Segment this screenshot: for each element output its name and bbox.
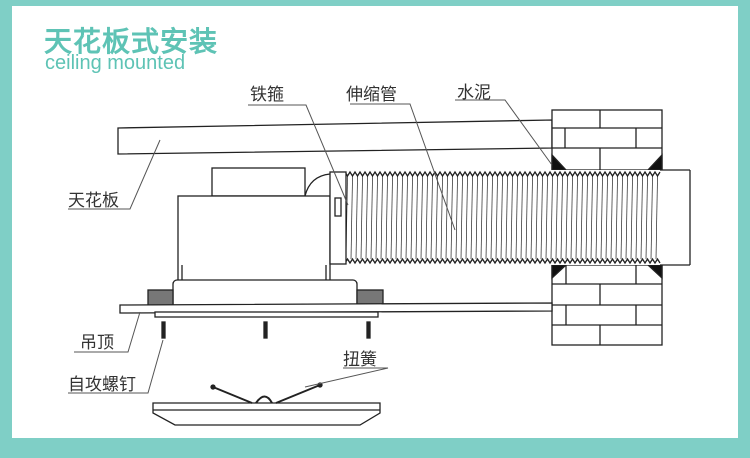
pipe-rib: [570, 175, 573, 260]
pipe-rib: [385, 175, 388, 260]
brick-wall-bottom: [551, 264, 663, 346]
pipe-rib: [510, 175, 513, 260]
pipe-rib: [540, 175, 543, 260]
pipe-rib: [430, 175, 433, 260]
pipe-rib: [440, 175, 443, 260]
pipe-rib: [575, 175, 578, 260]
pipe-rib: [470, 175, 473, 260]
pipe-rib: [560, 175, 563, 260]
pipe-rib: [375, 175, 378, 260]
pipe-rib: [590, 175, 593, 260]
pipe-rib: [480, 175, 483, 260]
pipe-rib: [655, 175, 658, 260]
pipe-rib: [410, 175, 413, 260]
pipe-rib: [450, 175, 453, 260]
label-cement: 水泥: [457, 83, 491, 103]
pipe-rib: [520, 175, 523, 260]
pipe-rib: [485, 175, 488, 260]
pipe-rib: [545, 175, 548, 260]
pipe-rib: [465, 175, 468, 260]
pipe-rib: [525, 175, 528, 260]
pipe-rib: [635, 175, 638, 260]
pipe-rib: [395, 175, 398, 260]
pipe-rib: [585, 175, 588, 260]
label-ceiling-slab: 天花板: [68, 191, 119, 211]
pipe-rib: [495, 175, 498, 260]
pipe-rib: [515, 175, 518, 260]
pipe-rib: [615, 175, 618, 260]
label-flex-pipe: 伸缩管: [346, 85, 397, 105]
pipe-rib: [580, 175, 583, 260]
pipe-rib: [505, 175, 508, 260]
label-iron-hoop: 铁箍: [250, 85, 284, 105]
pipe-rib: [650, 175, 653, 260]
pipe-rib: [600, 175, 603, 260]
pipe-rib: [455, 175, 458, 260]
pipe-rib: [620, 175, 623, 260]
pipe-rib: [445, 175, 448, 260]
pipe-rib: [645, 175, 648, 260]
flex-pipe: [344, 169, 691, 266]
pipe-rib: [365, 175, 368, 260]
label-torsion-spring: 扭簧: [343, 350, 377, 370]
label-suspended-ceiling: 吊顶: [80, 333, 114, 353]
pipe-rib: [530, 175, 533, 260]
pipe-rib: [535, 175, 538, 260]
pipe-rib: [610, 175, 613, 260]
ceiling-slab: [117, 119, 553, 155]
pipe-edge: [344, 170, 661, 178]
pipe-rib: [550, 175, 553, 260]
panel-plate: [154, 311, 379, 318]
page-title: 天花板式安装: [44, 25, 219, 58]
pipe-rib: [460, 175, 463, 260]
pipe-rib: [350, 175, 353, 260]
pipe-rib: [595, 175, 598, 260]
pipe-rib: [640, 175, 643, 260]
pipe-rib: [630, 175, 633, 260]
pipe-rib: [500, 175, 503, 260]
pipe-rib: [490, 175, 493, 260]
pipe-rib: [420, 175, 423, 260]
page-subtitle: ceiling mounted: [45, 52, 186, 74]
pipe-rib: [415, 175, 418, 260]
pipe-rib: [425, 175, 428, 260]
pipe-rib: [390, 175, 393, 260]
pipe-rib: [555, 175, 558, 260]
pipe-rib: [475, 175, 478, 260]
pipe-rib: [370, 175, 373, 260]
pipe-edge: [344, 257, 661, 265]
grille-cover: [152, 382, 381, 426]
brick-wall-top: [551, 109, 663, 171]
pipe-rib: [400, 175, 403, 260]
pipe-rib: [625, 175, 628, 260]
label-tapping-screw: 自攻螺钉: [68, 375, 136, 395]
pipe-rib: [405, 175, 408, 260]
pipe-rib: [360, 175, 363, 260]
tapping-screws: [161, 321, 371, 339]
pipe-rib: [605, 175, 608, 260]
pipe-rib: [435, 175, 438, 260]
fan-body: [177, 167, 347, 283]
pipe-rib: [565, 175, 568, 260]
suspended-ceiling-board: [119, 302, 553, 314]
pipe-rib: [380, 175, 383, 260]
pipe-rib: [355, 175, 358, 260]
